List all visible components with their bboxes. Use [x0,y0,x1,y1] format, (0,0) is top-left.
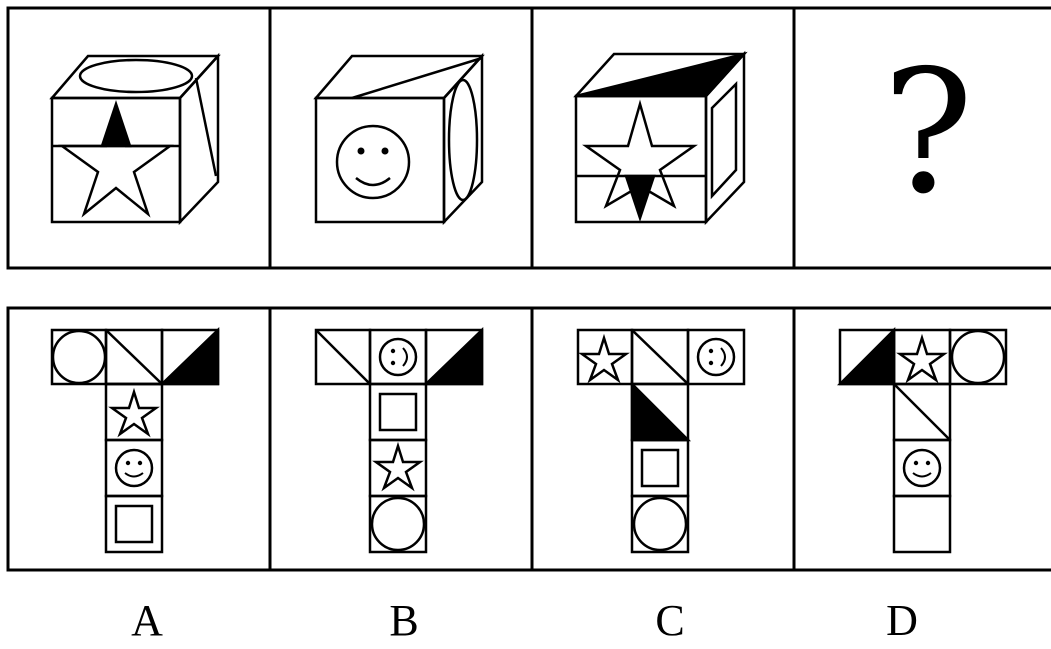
net-a-smiley-eye-left [125,460,131,466]
cube-2-top-face [313,54,485,100]
net-a-smiley-eye-right [137,460,143,466]
net-c-smiley-mouth [720,347,726,367]
cube-3-right-rect [710,80,738,200]
cube-2-smiley-eye-right [381,147,389,155]
cube-2-smiley-face [335,124,411,200]
cube-2-top-diagonal [351,56,483,100]
cube-2 [313,52,485,226]
cube-1-star [58,105,174,218]
net-b-smiley-mouth [402,347,408,367]
options-row-frame [6,306,1051,572]
net-c-diagonal [631,329,689,385]
net-c-smiley-eye-top [708,348,714,354]
net-b-star [372,441,424,492]
cube-2-smiley-eye-left [357,147,365,155]
net-a-inner-square [114,504,154,544]
question-mark: ? [882,34,974,232]
net-c-triangle-edge [631,383,689,441]
cube-1-right-diagonal [194,77,218,177]
net-d-black-triangle [836,326,896,386]
net-c-smiley [696,337,736,377]
net-b-inner-square [378,392,418,432]
option-d-label[interactable]: D [886,596,918,645]
cube-2-right-ellipse [447,78,479,202]
cube-3-black-triangle [624,174,656,222]
question-row-frame [6,6,1051,270]
cube-1 [49,52,221,226]
net-a [50,327,220,554]
net-b-smiley-eye-bottom [390,360,396,366]
net-c [576,328,746,554]
cube-3-top-black-triangle [575,51,748,98]
option-b-label[interactable]: B [389,596,419,645]
net-c-inner-square [640,448,680,488]
net-d-smiley-mouth [912,472,932,478]
net-c-circle [632,496,688,552]
cube-3-right-face [704,50,746,226]
net-d-smiley [902,448,942,488]
net-a-circle [51,329,107,385]
net-a-star [108,387,160,438]
cube-1-top-ellipse [78,58,194,94]
net-d-star [896,333,948,384]
cube-3 [573,50,748,226]
net-a-smiley-mouth [124,472,144,478]
net-c-smiley-eye-bottom [708,360,714,366]
net-a-diagonal [105,329,163,385]
net-a-black-triangle [158,327,220,386]
net-a-smiley [114,448,154,488]
cube-1-right-face [178,52,220,226]
net-d [836,326,1008,554]
cube-2-right-face [442,52,484,226]
net-d-smiley-eye-left [913,460,919,466]
net-d-circle [950,329,1006,385]
net-b-circle [370,496,426,552]
net-b-smiley [378,337,418,377]
net-b-diagonal [315,329,371,385]
net-b-smiley-eye-top [390,348,396,354]
net-c-star [578,333,630,384]
option-c-label[interactable]: C [655,596,685,645]
net-d-smiley-eye-right [925,460,931,466]
cube-2-front-face [314,96,446,224]
net-b [314,327,484,554]
option-a-label[interactable]: A [131,596,163,645]
cube-3-star [582,99,698,209]
net-d-diagonal [893,383,951,441]
cube-2-smiley-mouth [355,177,391,187]
net-b-black-triangle [422,327,484,386]
